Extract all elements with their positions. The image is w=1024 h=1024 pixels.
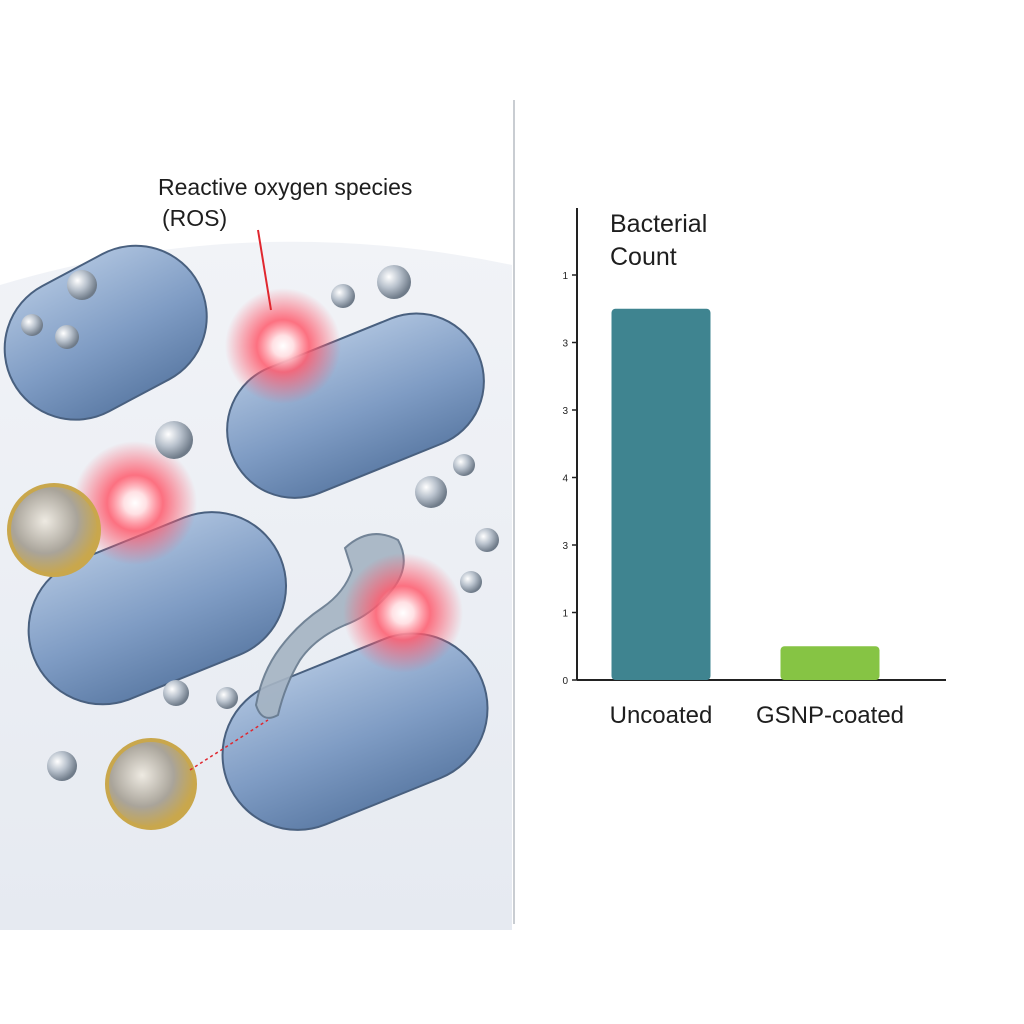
bar-gsnp-coated (780, 646, 880, 680)
gold-nanoparticle-2 (105, 738, 197, 830)
chart-title-line2: Count (610, 243, 677, 271)
y-tick-label: 4 (562, 474, 568, 485)
chart-title-line1: Bacterial (610, 210, 708, 238)
bacteria-illustration (0, 229, 512, 930)
ros-label-line1: Reactive oxygen species (158, 174, 413, 200)
ros-burst-2 (73, 441, 197, 565)
ros-burst-3 (343, 553, 463, 673)
bacterium-1 (3, 244, 208, 421)
ros-pointer-line (257, 229, 272, 311)
x-tick-label: Uncoated (610, 702, 713, 729)
y-tick-label: 0 (562, 676, 568, 687)
y-tick-label: 1 (562, 609, 568, 620)
ros-label: Reactive oxygen species (ROS) (158, 172, 412, 234)
chart-title: Bacterial Count (610, 208, 707, 274)
bar-uncoated (611, 308, 711, 680)
gold-nanoparticle-1 (7, 483, 101, 577)
panel-divider (513, 100, 515, 924)
y-tick-label: 1 (562, 271, 568, 282)
y-tick-label: 3 (562, 541, 568, 552)
x-tick-label: GSNP-coated (756, 702, 904, 729)
y-tick-label: 3 (562, 339, 568, 350)
ros-label-line2: (ROS) (162, 205, 228, 231)
ros-burst-1 (225, 288, 341, 404)
silver-nanoparticles (21, 265, 499, 781)
y-tick-label: 3 (562, 406, 568, 417)
